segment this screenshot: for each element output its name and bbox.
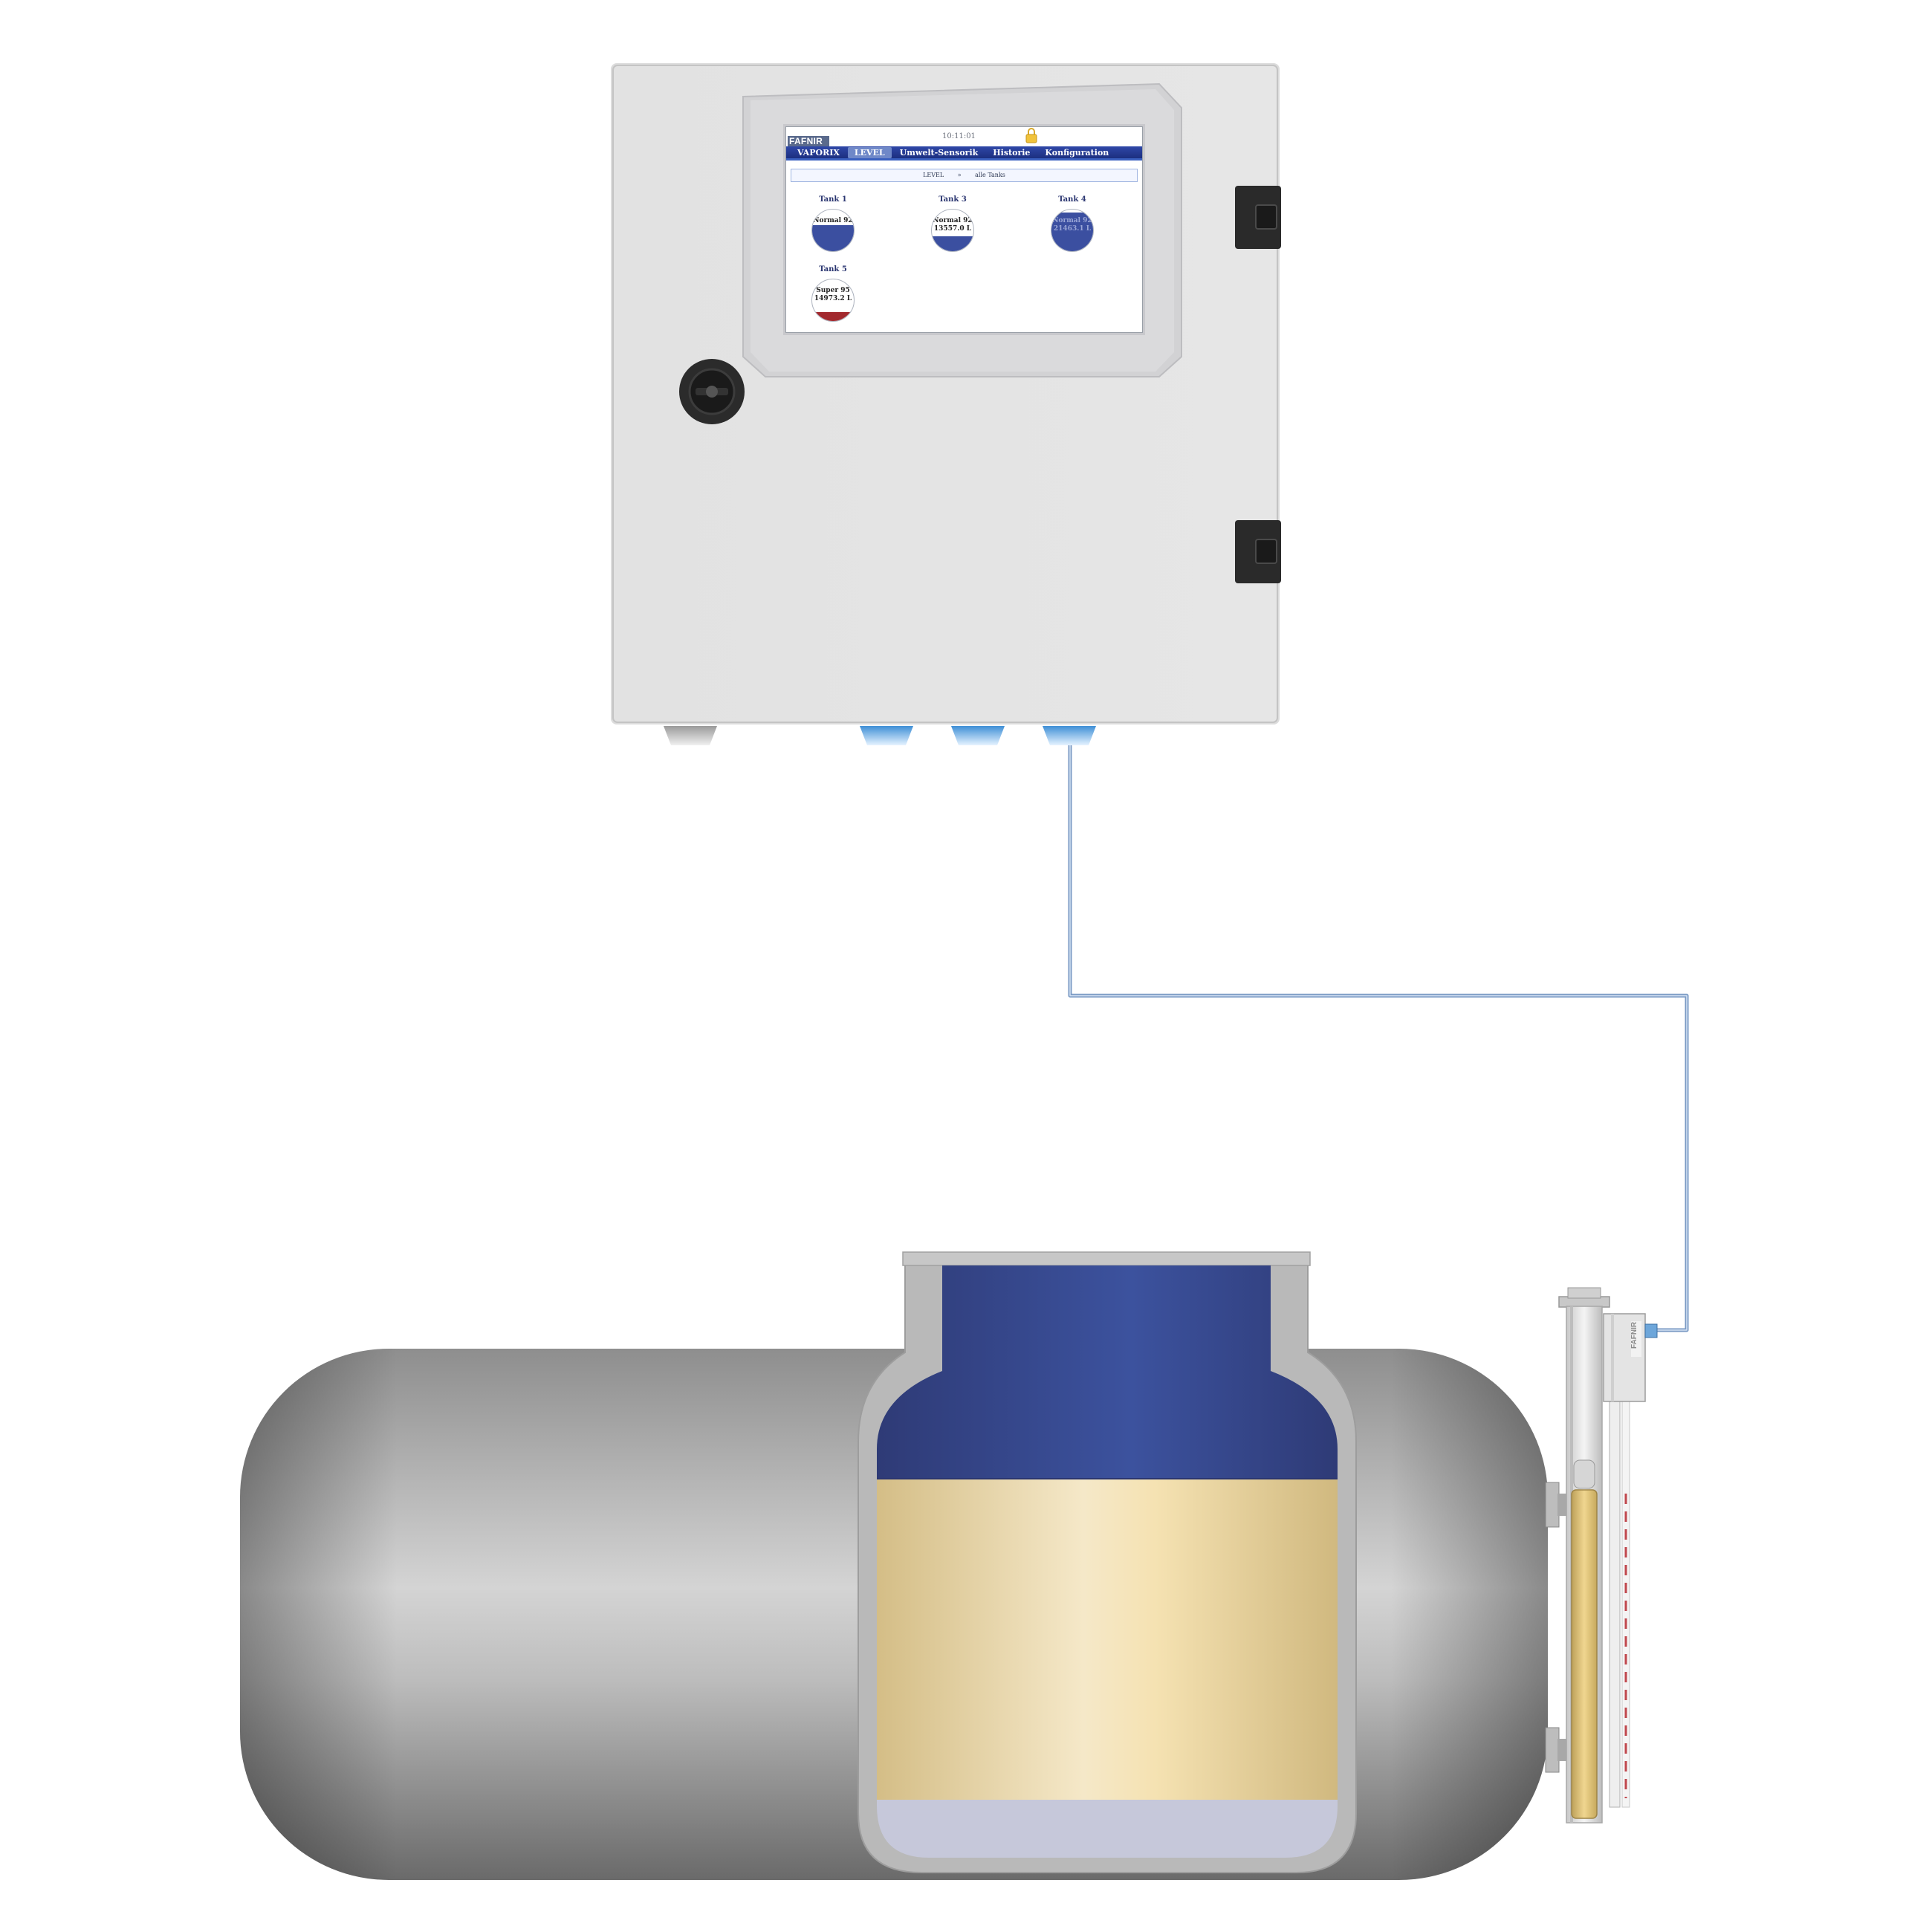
fafnir-logo: FAFNIR bbox=[788, 136, 829, 146]
tank-volume: 14973.2 L bbox=[814, 295, 852, 302]
breadcrumb-section[interactable]: LEVEL bbox=[923, 172, 944, 178]
tank-cross-section bbox=[858, 1251, 1357, 1873]
door-hinge-icon bbox=[1235, 186, 1281, 583]
tank-widget-4[interactable]: Tank 4 Normal 92 21463.1 L bbox=[1046, 195, 1098, 252]
tank-fill bbox=[1051, 213, 1093, 251]
tab-historie[interactable]: Historie bbox=[993, 147, 1031, 158]
tank-name: Tank 5 bbox=[819, 265, 847, 273]
tank-widget-3[interactable]: Tank 3 Normal 92 13557.0 L bbox=[927, 195, 979, 252]
tab-umwelt-sensorik[interactable]: Umwelt-Sensorik bbox=[899, 147, 979, 158]
cable-gland-icon bbox=[664, 726, 1096, 745]
tank-widget-5[interactable]: Tank 5 Super 95 14973.2 L bbox=[807, 265, 859, 322]
tank-level-gauge: Normal 92 13557.0 L bbox=[931, 209, 974, 252]
tab-konfiguration[interactable]: Konfiguration bbox=[1045, 147, 1109, 158]
tank-level-gauge: Normal 92 bbox=[811, 209, 855, 252]
tank-volume: 21463.1 L bbox=[1053, 225, 1092, 233]
tank-fill bbox=[932, 236, 973, 251]
tank-fill bbox=[812, 225, 854, 251]
tank-fill bbox=[812, 311, 854, 321]
tank-product: Normal 92 bbox=[813, 217, 853, 224]
tank-level-gauge: Normal 92 21463.1 L bbox=[1051, 209, 1094, 252]
breadcrumb-view: alle Tanks bbox=[975, 172, 1005, 178]
tab-vaporix[interactable]: VAPORIX bbox=[797, 147, 840, 158]
level-probe: FAFNIR bbox=[1558, 1287, 1658, 1824]
tank-volume: 13557.0 L bbox=[933, 225, 972, 233]
breadcrumb: LEVEL » alle Tanks bbox=[791, 169, 1138, 182]
tank-product: Super 95 bbox=[816, 287, 850, 294]
tank-widget-1[interactable]: Tank 1 Normal 92 bbox=[807, 195, 859, 252]
tank-level-gauge: Super 95 14973.2 L bbox=[811, 279, 855, 322]
tab-level[interactable]: LEVEL bbox=[847, 146, 892, 158]
tank-product: Normal 92 bbox=[933, 217, 973, 224]
signal-cable bbox=[1068, 743, 1689, 1332]
svg-text:FAFNIR: FAFNIR bbox=[1630, 1321, 1638, 1349]
tank-name: Tank 1 bbox=[819, 195, 847, 204]
tank-name: Tank 4 bbox=[1058, 195, 1086, 204]
key-lock-icon[interactable] bbox=[679, 359, 745, 424]
touch-screen[interactable]: FAFNIR 10:11:01 VAPORIX LEVEL Umwelt-Sen… bbox=[785, 126, 1143, 333]
tank-name: Tank 3 bbox=[939, 195, 967, 204]
padlock-icon[interactable] bbox=[1025, 127, 1037, 143]
tank-product: Normal 92 bbox=[1052, 217, 1092, 224]
breadcrumb-separator: » bbox=[957, 172, 962, 178]
clock: 10:11:01 bbox=[942, 132, 976, 140]
main-nav: VAPORIX LEVEL Umwelt-Sensorik Historie K… bbox=[786, 146, 1142, 161]
status-bar: FAFNIR 10:11:01 bbox=[786, 127, 1142, 146]
